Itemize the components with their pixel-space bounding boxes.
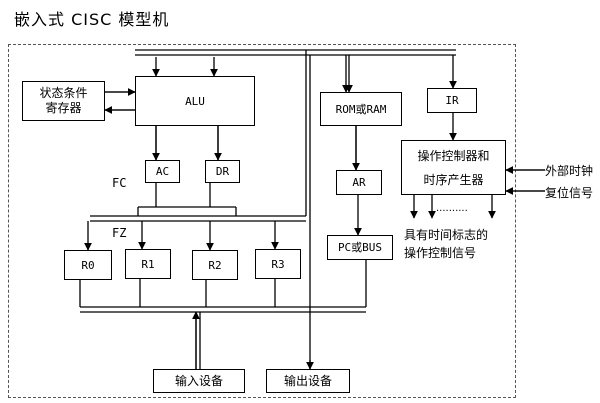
fc-label: FC [112, 176, 127, 190]
control-signals-label: 具有时间标志的 操作控制信号 [404, 228, 489, 260]
diagram-title: 嵌入式 CISC 模型机 [14, 10, 170, 29]
dr-register: DR [205, 160, 240, 183]
status-register: 状态条件 寄存器 [22, 81, 105, 121]
output-device: 输出设备 [266, 369, 350, 393]
operation-controller: 操作控制器和 时序产生器 [401, 140, 506, 195]
ar-register: AR [336, 170, 382, 195]
signal-dots: .......... [436, 203, 468, 214]
register-r3: R3 [255, 249, 301, 279]
register-r0: R0 [64, 250, 112, 280]
ir-register: IR [427, 88, 477, 113]
ac-register: AC [145, 160, 180, 183]
system-boundary [8, 44, 516, 398]
register-r1: R1 [125, 249, 171, 279]
fz-label: FZ [112, 226, 127, 240]
external-clock-label: 外部时钟 [545, 164, 594, 178]
rom-ram-block: ROM或RAM [320, 92, 402, 126]
alu-block: ALU [135, 76, 255, 126]
register-r2: R2 [192, 250, 238, 280]
reset-signal-label: 复位信号 [545, 186, 594, 200]
input-device: 输入设备 [153, 369, 245, 393]
pc-bus-block: PC或BUS [327, 235, 393, 260]
